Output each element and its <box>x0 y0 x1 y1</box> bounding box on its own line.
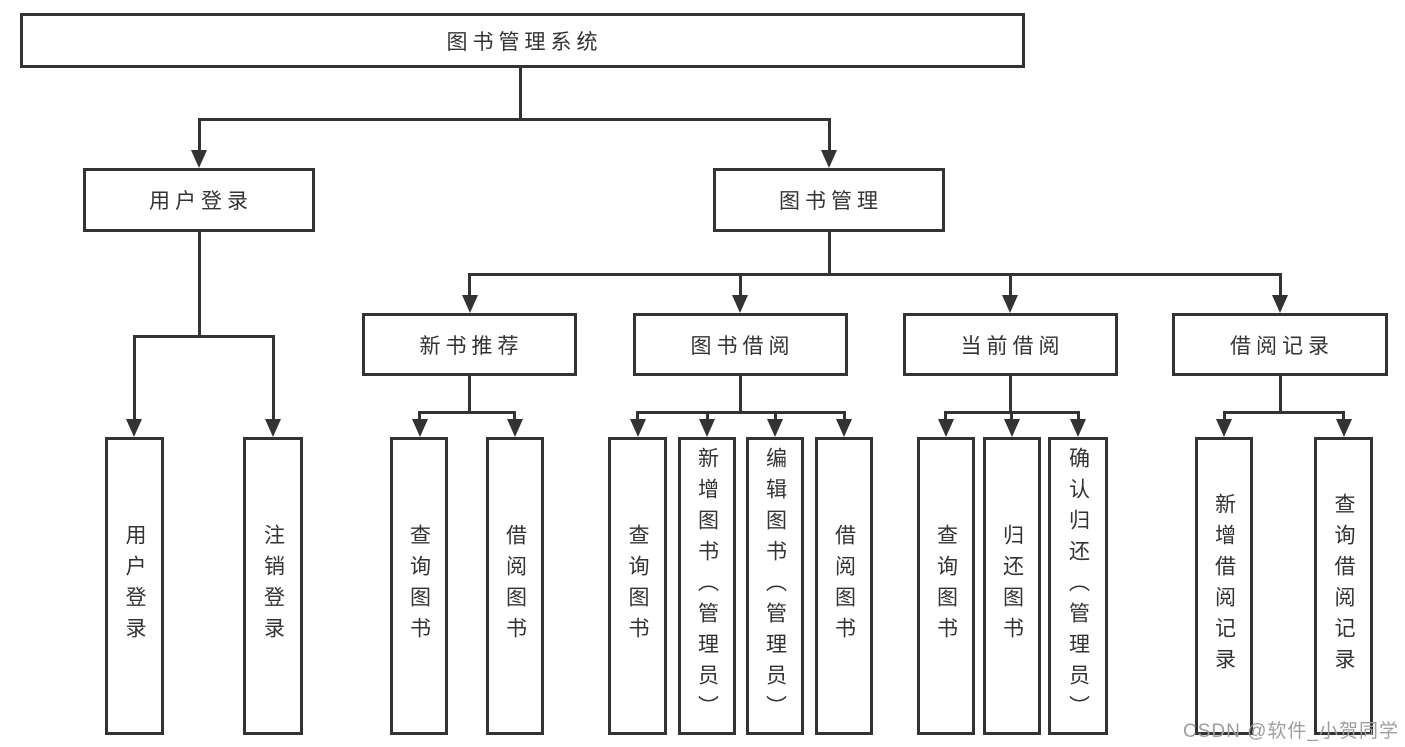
leaf-query-books-borrowing: 查询图书 <box>608 437 667 735</box>
leaf-add-books-admin-label: 新增图书（管理员） <box>695 446 719 726</box>
connector-line <box>468 376 471 411</box>
connector-arrow <box>1336 419 1352 437</box>
connector-line <box>418 411 516 414</box>
leaf-query-books-recommend: 查询图书 <box>390 437 448 735</box>
leaf-return-books-label: 归还图书 <box>1000 524 1024 648</box>
leaf-query-books-current-label: 查询图书 <box>934 524 958 648</box>
connector-line <box>1009 273 1012 297</box>
connector-line <box>272 335 275 421</box>
connector-line <box>468 273 471 297</box>
connector-line <box>418 411 421 422</box>
connector-arrow <box>836 419 852 437</box>
leaf-user-login-label: 用户登录 <box>123 524 146 648</box>
connector-arrow <box>1070 419 1086 437</box>
leaf-query-books-current: 查询图书 <box>917 437 975 735</box>
connector-arrow <box>191 150 207 168</box>
node-new-book-recommendation: 新书推荐 <box>362 313 577 376</box>
leaf-logout: 注销登录 <box>243 437 303 735</box>
connector-arrow <box>821 150 837 168</box>
csdn-watermark: CSDN @软件_小贺同学 <box>1183 721 1399 742</box>
node-current-borrowing-label: 当前借阅 <box>960 334 1065 358</box>
root-node-label: 图书管理系统 <box>446 30 603 54</box>
connector-arrow <box>1004 419 1020 437</box>
connector-arrow <box>1216 419 1232 437</box>
connector-line <box>1009 376 1012 411</box>
connector-line <box>944 411 947 422</box>
leaf-borrow-books-borrowing-label: 借阅图书 <box>832 524 856 648</box>
branch-user-login-label: 用户登录 <box>149 190 253 213</box>
connector-line <box>133 335 275 338</box>
connector-line <box>1223 411 1345 414</box>
connector-arrow <box>462 295 478 313</box>
leaf-borrow-books-borrowing: 借阅图书 <box>815 437 873 735</box>
connector-line <box>1223 411 1226 422</box>
connector-line <box>468 273 1282 276</box>
connector-arrow <box>767 419 783 437</box>
connector-arrow <box>126 419 142 437</box>
connector-line <box>774 411 777 422</box>
branch-user-login: 用户登录 <box>83 168 315 232</box>
leaf-query-borrow-record: 查询借阅记录 <box>1314 437 1373 735</box>
leaf-edit-books-admin-label: 编辑图书（管理员） <box>763 446 787 726</box>
connector-line <box>828 232 831 273</box>
connector-line <box>739 273 742 297</box>
leaf-logout-label: 注销登录 <box>261 524 285 648</box>
branch-book-management-label: 图书管理 <box>779 190 883 213</box>
connector-arrow <box>507 419 523 437</box>
connector-line <box>1077 411 1080 422</box>
connector-arrow <box>699 419 715 437</box>
root-node: 图书管理系统 <box>20 13 1025 68</box>
node-book-borrowing-label: 图书借阅 <box>690 334 795 358</box>
leaf-query-books-borrowing-label: 查询图书 <box>626 524 649 648</box>
connector-arrow <box>630 419 646 437</box>
leaf-confirm-return-admin: 确认归还（管理员） <box>1048 437 1108 735</box>
connector-line <box>843 411 846 422</box>
connector-arrow <box>1272 295 1288 313</box>
connector-line <box>1279 273 1282 297</box>
node-new-book-recommendation-label: 新书推荐 <box>419 334 524 358</box>
leaf-add-borrow-record: 新增借阅记录 <box>1195 437 1253 735</box>
connector-line <box>1279 376 1282 411</box>
connector-arrow <box>265 419 281 437</box>
node-current-borrowing: 当前借阅 <box>903 313 1118 376</box>
node-borrowing-records: 借阅记录 <box>1172 313 1388 376</box>
connector-line <box>739 376 742 411</box>
connector-line <box>513 411 516 422</box>
connector-arrow <box>732 295 748 313</box>
connector-line <box>198 232 201 335</box>
leaf-edit-books-admin: 编辑图书（管理员） <box>746 437 804 735</box>
node-book-borrowing: 图书借阅 <box>633 313 848 376</box>
leaf-add-borrow-record-label: 新增借阅记录 <box>1212 493 1236 679</box>
leaf-user-login: 用户登录 <box>105 437 164 735</box>
connector-arrow <box>412 419 428 437</box>
connector-line <box>198 118 201 153</box>
leaf-confirm-return-admin-label: 确认归还（管理员） <box>1066 446 1090 726</box>
connector-line <box>636 411 639 422</box>
connector-line <box>636 411 846 414</box>
branch-book-management: 图书管理 <box>713 168 945 232</box>
connector-arrow <box>1002 295 1018 313</box>
connector-line <box>133 335 136 421</box>
leaf-return-books: 归还图书 <box>983 437 1041 735</box>
connector-line <box>1010 411 1013 422</box>
connector-line <box>1342 411 1345 422</box>
leaf-query-borrow-record-label: 查询借阅记录 <box>1332 493 1355 679</box>
leaf-borrow-books-recommend: 借阅图书 <box>486 437 544 735</box>
leaf-add-books-admin: 新增图书（管理员） <box>678 437 736 735</box>
connector-line <box>706 411 709 422</box>
connector-line <box>519 68 522 118</box>
connector-line <box>198 118 830 121</box>
node-borrowing-records-label: 借阅记录 <box>1230 334 1334 358</box>
leaf-query-books-recommend-label: 查询图书 <box>407 524 431 648</box>
connector-arrow <box>938 419 954 437</box>
connector-line <box>828 118 831 153</box>
leaf-borrow-books-recommend-label: 借阅图书 <box>503 524 527 648</box>
